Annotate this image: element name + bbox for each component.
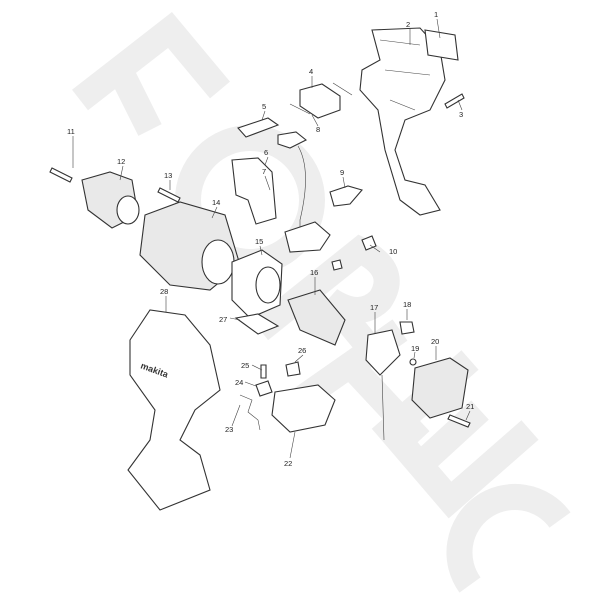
switch-lever-24: [255, 380, 273, 397]
callout-17: 17: [370, 303, 378, 312]
bearing: [409, 358, 417, 366]
callout-16: 16: [310, 268, 318, 277]
callout-15: 15: [255, 237, 263, 246]
housing-left-half: [127, 309, 221, 511]
callout-13: 13: [164, 171, 172, 180]
watermark-letter-r: [251, 234, 400, 369]
screw-21: [447, 414, 471, 428]
callout-25: 25: [241, 361, 249, 370]
callout-7: 7: [262, 167, 266, 176]
callout-12: 12: [117, 157, 125, 166]
watermark-letter-c: [446, 484, 571, 593]
callout-11: 11: [67, 127, 75, 136]
battery-terminal-case: [271, 384, 336, 433]
brush-holder: [365, 329, 401, 376]
callout-14: 14: [212, 198, 220, 207]
callout-26: 26: [298, 346, 306, 355]
callouts: 1 2 3 4 5 6 7 8 9 10 11 12 13 14 15 16 1…: [67, 10, 474, 468]
controller-board: [284, 221, 331, 253]
rear-cover: [411, 357, 469, 419]
housing-right-half: [359, 27, 446, 216]
callout-23: 23: [225, 425, 233, 434]
name-plate: [424, 29, 459, 61]
switch-cap: [237, 117, 280, 138]
led-circuit: [277, 131, 308, 149]
callout-24: 24: [235, 378, 243, 387]
insulation-pad: [234, 313, 280, 335]
callout-1: 1: [434, 10, 438, 19]
carbon-brush: [399, 321, 415, 335]
clip-2: [331, 259, 343, 271]
chuck-bolt: [49, 167, 73, 183]
armature: [287, 289, 346, 346]
screw-13: [157, 187, 181, 203]
switch-lever: [299, 83, 341, 119]
terminal: [239, 394, 261, 431]
callout-18: 18: [403, 300, 411, 309]
callout-10: 10: [389, 247, 397, 256]
spring-plate: [289, 82, 353, 115]
callout-28: 28: [160, 287, 168, 296]
watermark-letter-f: [72, 12, 230, 136]
callout-6: 6: [264, 148, 268, 157]
callout-5: 5: [262, 102, 266, 111]
callout-8: 8: [316, 125, 320, 134]
callout-22: 22: [284, 459, 292, 468]
rubber-pin: [285, 361, 301, 377]
screw-25: [260, 364, 267, 379]
callout-9: 9: [340, 168, 344, 177]
callout-27: 27: [219, 315, 227, 324]
callout-4: 4: [309, 67, 313, 76]
callout-2: 2: [406, 20, 410, 29]
callout-19: 19: [411, 344, 419, 353]
screw: [444, 93, 465, 109]
callout-21: 21: [466, 402, 474, 411]
callout-20: 20: [431, 337, 439, 346]
battery-indicator-cover: [329, 185, 363, 207]
callout-3: 3: [459, 110, 463, 119]
trigger-switch: [231, 157, 277, 225]
